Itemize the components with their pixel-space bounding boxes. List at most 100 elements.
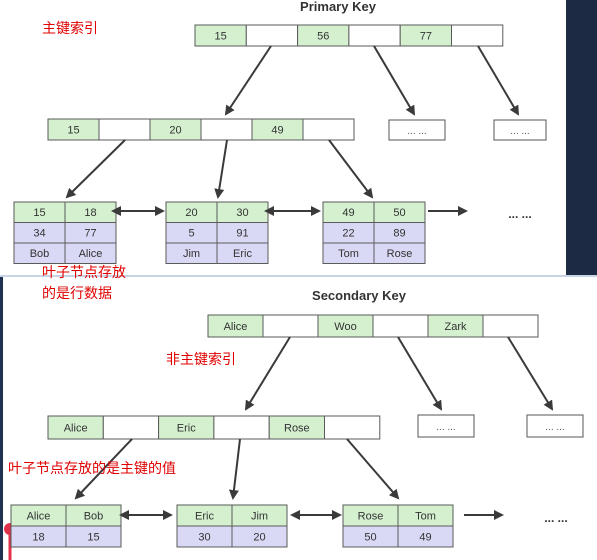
primary-root-cell-box <box>348 24 401 47</box>
primary-root-cell-box <box>245 24 299 47</box>
secondary-leaf-key-cell-text: Alice <box>27 510 51 522</box>
primary-leaf-record-cell: Bob <box>13 242 66 264</box>
secondary-leaf-key-cell: Bob <box>65 504 122 527</box>
primary-internal-cell-box <box>200 118 253 141</box>
secondary-leaf-key-cell-text: Bob <box>84 510 104 522</box>
primary-leaf-record-cell: Rose <box>373 242 426 264</box>
edge <box>507 336 554 411</box>
primary-leaf-record-cell: Jim <box>165 242 218 264</box>
primary-leaf-key-cell: 15 <box>13 201 66 223</box>
primary-root-cell-box <box>451 24 504 47</box>
secondary-leaf-value-cell-text: 30 <box>198 531 210 543</box>
secondary-internal-cell-box <box>102 415 160 440</box>
primary-leaf-annotation-line-2: 的是行数据 <box>42 286 112 302</box>
primary-internal-cell <box>98 118 151 141</box>
edge <box>65 139 126 199</box>
secondary-internal-cell-text: Eric <box>177 422 196 434</box>
edge <box>397 336 443 411</box>
primary-leaf-record-cell: 5 <box>165 222 218 244</box>
secondary-leaf-annotation: 叶子节点存放的是主键的值 <box>8 461 176 477</box>
edge <box>373 45 416 116</box>
edge <box>328 139 374 199</box>
secondary-leaf-value-cell-box <box>231 525 288 548</box>
primary-ellipsis-text-1: ... ... <box>407 126 426 137</box>
secondary-ellipsis-node-1: ... ... <box>417 414 475 438</box>
primary-leaf-key-cell-text: 49 <box>342 207 354 219</box>
primary-leaf-record-cell: 77 <box>64 222 117 244</box>
primary-root-cell: 77 <box>399 24 453 47</box>
top-right-dark-strip <box>566 0 597 275</box>
primary-trailing-ellipsis: ... ... <box>508 207 531 221</box>
primary-leaf-record-cell-text: 77 <box>84 228 96 240</box>
primary-annotation: 主键索引 <box>42 20 98 37</box>
primary-internal-cell-text: 20 <box>169 124 181 136</box>
secondary-leaf-value-cell-box <box>65 525 122 548</box>
primary-leaf-record-cell-text: 91 <box>236 228 248 240</box>
edge <box>477 45 520 116</box>
primary-title: Primary Key <box>300 0 377 14</box>
secondary-leaf-key-cell: Jim <box>231 504 288 527</box>
primary-leaf-key-cell: 49 <box>322 201 375 223</box>
primary-leaf-record-cell-box <box>216 242 269 264</box>
primary-leaf-record-cell-text: Jim <box>183 248 200 260</box>
secondary-root-cell-text: Woo <box>334 321 356 333</box>
primary-leaf-key-cell-text: 50 <box>393 207 405 219</box>
primary-leaf-key-cell: 50 <box>373 201 426 223</box>
primary-leaf-record-cell: 22 <box>322 222 375 244</box>
primary-edges <box>65 45 520 216</box>
primary-internal-cell-text: 15 <box>67 124 79 136</box>
secondary-root-cell-text: Zark <box>445 321 468 333</box>
secondary-leaf-value-cell: 15 <box>65 525 122 548</box>
primary-leaf-record-cell-text: 5 <box>188 228 194 240</box>
primary-leaf-record-cell: Alice <box>64 242 117 264</box>
secondary-leaf-value-cell: 50 <box>342 525 399 548</box>
secondary-root-cell-box <box>262 314 319 338</box>
secondary-leaf-value-cell: 30 <box>176 525 233 548</box>
primary-leaf-record-cell-text: 89 <box>393 228 405 240</box>
secondary-root-cell <box>262 314 319 338</box>
primary-leaf-key-cell: 20 <box>165 201 218 223</box>
secondary-internal-cell: Rose <box>268 415 326 440</box>
secondary-leaf-value-cell-text: 20 <box>253 531 265 543</box>
primary-root-cell <box>245 24 299 47</box>
secondary-leaf-key-cell-text: Eric <box>195 510 214 522</box>
primary-internal-cell: 49 <box>251 118 304 141</box>
primary-root-cell-text: 77 <box>420 30 432 42</box>
primary-leaf-annotation-line-1: 叶子节点存放 <box>42 265 126 281</box>
primary-root-cell: 15 <box>194 24 247 47</box>
primary-leaf-key-cell-text: 30 <box>236 207 248 219</box>
primary-leaf-record-cell: 91 <box>216 222 269 244</box>
primary-leaf-key-cell-text: 15 <box>33 207 45 219</box>
primary-leaf-record-cell-box <box>373 242 426 264</box>
secondary-leaf-key-cell-text: Rose <box>358 510 384 522</box>
secondary-internal-cell-box <box>213 415 270 440</box>
primary-internal-cell: 20 <box>149 118 202 141</box>
primary-leaf-record-cell-text: 34 <box>33 228 45 240</box>
secondary-internal-cell: Alice <box>47 415 104 440</box>
secondary-root-cell-box <box>372 314 429 338</box>
primary-leaf-record-cell-text: Tom <box>338 248 359 260</box>
primary-root-cell-text: 15 <box>215 30 227 42</box>
secondary-root-cell-box <box>482 314 539 338</box>
secondary-ellipsis-node-2: ... ... <box>526 414 584 438</box>
secondary-leaf-key-cell: Alice <box>10 504 67 527</box>
primary-leaf-key-cell-text: 20 <box>185 207 197 219</box>
secondary-internal-cell <box>102 415 160 440</box>
secondary-internal-cell-text: Alice <box>64 422 88 434</box>
secondary-leaf-key-cell: Rose <box>342 504 399 527</box>
primary-leaf-key-cell: 30 <box>216 201 269 223</box>
secondary-internal-cell: Eric <box>158 415 215 440</box>
primary-internal-cell-box <box>302 118 355 141</box>
edge <box>224 45 272 116</box>
secondary-internal-node: Alice Eric Rose <box>47 415 381 440</box>
secondary-leaf-key-cell: Tom <box>397 504 454 527</box>
secondary-leaf-value-cell-text: 49 <box>419 531 431 543</box>
primary-internal-cell-text: 49 <box>271 124 283 136</box>
secondary-root-cell <box>372 314 429 338</box>
primary-leaf-record-cell-text: Alice <box>79 248 103 260</box>
